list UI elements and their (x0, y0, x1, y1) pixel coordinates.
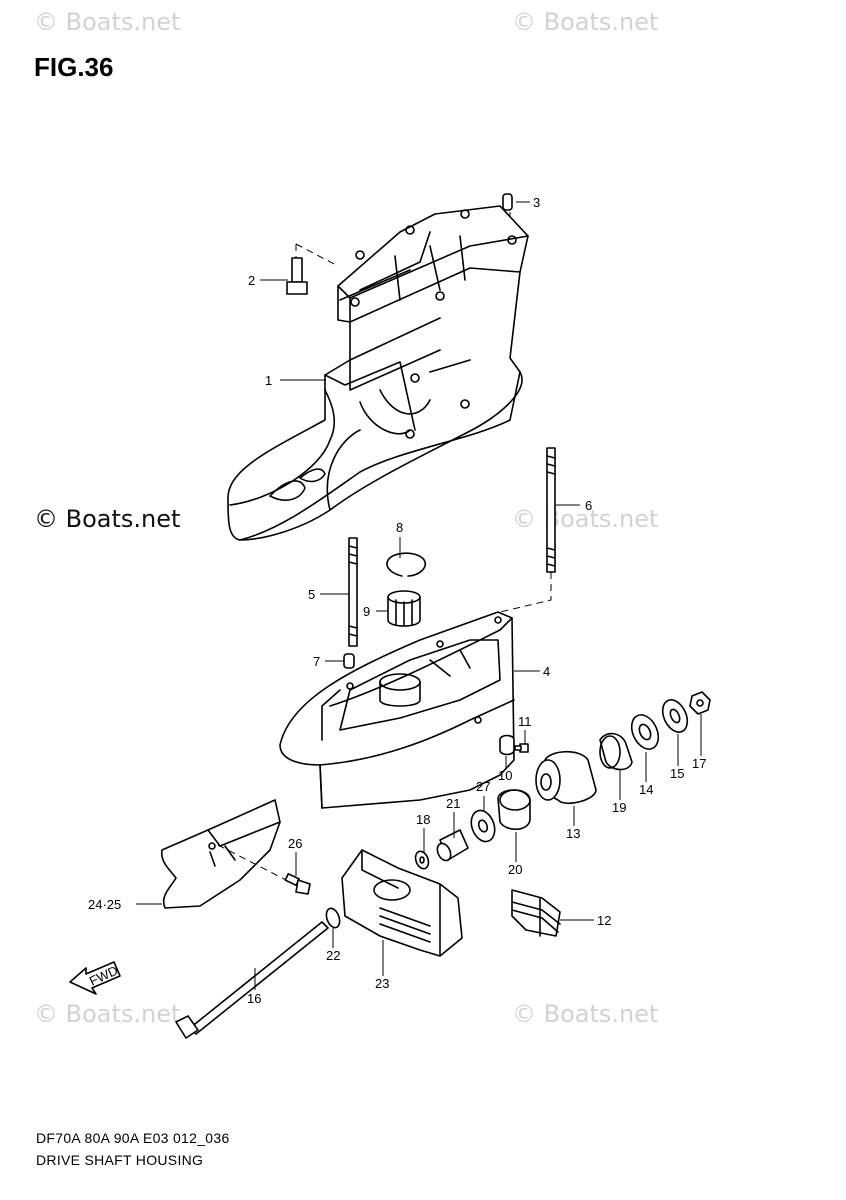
callout-2: 2 (248, 273, 255, 288)
watermark: © Boats.net (34, 8, 181, 36)
watermark: © Boats.net (34, 1000, 181, 1028)
callout-16: 16 (247, 991, 261, 1006)
callout-27: 27 (476, 779, 490, 794)
part-20-sleeve[interactable] (497, 789, 531, 831)
footer-section-name: DRIVE SHAFT HOUSING (36, 1152, 204, 1168)
callout-7: 7 (313, 654, 320, 669)
callout-9: 9 (363, 604, 370, 619)
part-17-nut[interactable] (689, 691, 711, 715)
callout-15: 15 (670, 766, 684, 781)
callout-14: 14 (639, 782, 653, 797)
callout-11: 11 (518, 714, 532, 729)
part-8-circlip[interactable] (386, 552, 426, 577)
part-1-drive-shaft-housing[interactable] (227, 205, 529, 541)
callout-22: 22 (326, 948, 340, 963)
part-10-collar[interactable] (499, 734, 515, 756)
part-24-25-cover[interactable] (160, 799, 281, 909)
callout-21: 21 (446, 796, 460, 811)
callout-18: 18 (416, 812, 430, 827)
part-21-sleeve[interactable] (435, 829, 469, 863)
part-18-washer[interactable] (413, 849, 430, 870)
fwd-label: FWD (87, 963, 120, 989)
part-16-long-bolt[interactable] (175, 921, 329, 1039)
part-13-mount-rubber[interactable] (535, 750, 597, 805)
watermark: © Boats.net (512, 1000, 659, 1028)
part-4-drive-shaft-housing-lower[interactable] (279, 611, 515, 809)
callout-12: 12 (597, 913, 611, 928)
part-23-mount-bracket[interactable] (341, 849, 463, 957)
callout-13: 13 (566, 826, 580, 841)
watermark: © Boats.net (512, 8, 659, 36)
callout-1: 1 (265, 373, 272, 388)
part-22-washer[interactable] (324, 907, 342, 930)
part-6-stud[interactable] (499, 447, 556, 613)
callout-8: 8 (396, 520, 403, 535)
callout-26: 26 (288, 836, 302, 851)
part-15-washer[interactable] (658, 696, 692, 736)
part-19-sleeve[interactable] (599, 732, 633, 771)
part-7-dowel[interactable] (343, 653, 355, 669)
watermark: © Boats.net (34, 505, 181, 533)
callout-10: 10 (498, 768, 512, 783)
part-5-stud[interactable] (348, 537, 358, 647)
part-11-bolt[interactable] (514, 743, 529, 753)
callout-17: 17 (692, 756, 706, 771)
callout-23: 23 (375, 976, 389, 991)
part-3-dowel-pin[interactable] (502, 193, 513, 211)
figure-title: FIG.36 (34, 52, 114, 82)
part-14-washer[interactable] (627, 711, 664, 754)
callout-3: 3 (533, 195, 540, 210)
callout-20: 20 (508, 862, 522, 877)
part-27-washer[interactable] (467, 807, 499, 845)
part-9-bushing[interactable] (387, 590, 421, 627)
footer-model-code: DF70A 80A 90A E03 012_036 (36, 1130, 230, 1146)
fwd-arrow-icon: FWD (69, 961, 121, 995)
callout-19: 19 (612, 800, 626, 815)
callout-5: 5 (308, 587, 315, 602)
part-12-rubber-blocks[interactable] (511, 889, 561, 937)
part-26-bolt[interactable] (217, 844, 311, 895)
callout-4: 4 (543, 664, 550, 679)
watermark: © Boats.net (512, 505, 659, 533)
callout-6: 6 (585, 498, 592, 513)
callout-24-25: 24·25 (88, 897, 121, 912)
